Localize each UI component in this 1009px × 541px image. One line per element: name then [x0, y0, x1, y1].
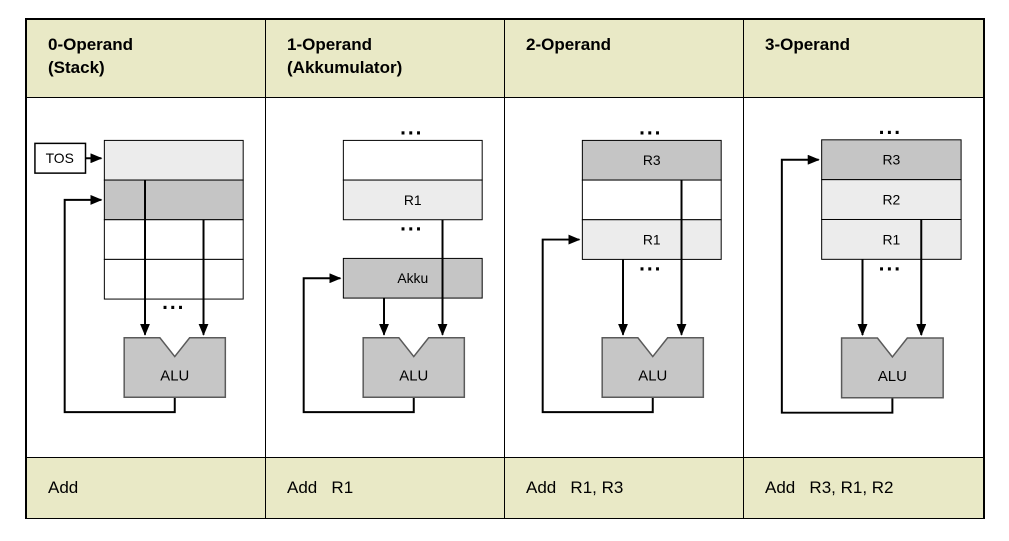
example-instruction-three-operand: Add R3, R1, R2	[744, 456, 983, 518]
register-cell-r1	[821, 218, 962, 260]
tos-label: TOS	[46, 150, 74, 166]
register-cell-r3	[581, 139, 722, 181]
header-line1: 0-Operand	[48, 35, 134, 54]
diagram-stack-architecture: TOS ... ALU	[27, 98, 266, 457]
stack-diagram-svg: TOS ... ALU	[34, 139, 244, 414]
stack-cell-third	[103, 219, 244, 260]
result-feedback-arrow	[63, 194, 176, 414]
header-line1: 2-Operand	[526, 35, 612, 54]
stack-cell-top	[103, 139, 244, 181]
header-1-operand: 1-Operand (Akkumulator)	[266, 20, 505, 98]
header-3-operand: 3-Operand	[744, 20, 983, 98]
ellipsis-bottom: ...	[639, 252, 662, 275]
instruction-text: Add	[48, 477, 79, 497]
alu-label: ALU	[399, 368, 428, 384]
header-line1: 1-Operand	[287, 35, 373, 54]
ellipsis-bottom: ...	[879, 252, 902, 275]
instruction-text: Add R3, R1, R2	[765, 477, 894, 497]
register-label-r2: R2	[882, 192, 900, 208]
register-label-r1: R1	[643, 232, 661, 248]
stack-cell-fourth	[103, 258, 244, 300]
register-label-r1: R1	[882, 231, 900, 247]
header-2-operand: 2-Operand	[505, 20, 744, 98]
ellipsis-top: ...	[639, 116, 662, 139]
diagram-three-operand-architecture: ... R3 R2 R1 ... ALU	[744, 98, 983, 457]
ellipsis-bottom: ...	[162, 291, 185, 314]
example-instruction-akkumulator: Add R1	[266, 456, 505, 518]
header-line2: (Stack)	[48, 58, 105, 77]
register-cell-r1	[342, 179, 483, 221]
akkumulator-diagram-svg: ... R1 ... Akku ALU	[302, 116, 483, 414]
three-operand-diagram-svg: ... R3 R2 R1 ... ALU	[780, 116, 962, 414]
diagram-akkumulator-architecture: ... R1 ... Akku ALU	[266, 98, 505, 457]
register-cell-blank	[342, 139, 483, 181]
register-label-r3: R3	[643, 152, 661, 168]
ellipsis-top: ...	[879, 116, 902, 139]
alu-shape	[362, 336, 466, 398]
akku-label: Akku	[397, 270, 428, 286]
result-feedback-arrow	[302, 273, 415, 414]
akku-box	[342, 257, 483, 299]
ellipsis-middle: ...	[400, 213, 423, 236]
header-line2: (Akkumulator)	[287, 58, 403, 77]
instruction-text: Add R1, R3	[526, 477, 624, 497]
diagram-two-operand-architecture: ... R3 R1 ... ALU	[505, 98, 744, 457]
ellipsis-top: ...	[400, 116, 423, 139]
instruction-text: Add R1	[287, 477, 354, 497]
register-label-r1: R1	[404, 192, 422, 208]
result-feedback-arrow	[541, 234, 654, 414]
alu-label: ALU	[878, 368, 907, 385]
stack-cell-second	[103, 179, 244, 221]
register-cell-blank	[581, 179, 722, 221]
example-instruction-two-operand: Add R1, R3	[505, 456, 744, 518]
alu-shape	[123, 336, 227, 398]
result-feedback-arrow	[780, 154, 894, 414]
alu-label: ALU	[638, 368, 667, 384]
register-label-r3: R3	[882, 152, 900, 168]
alu-shape	[840, 337, 944, 399]
alu-shape	[601, 336, 705, 398]
register-cell-r3	[821, 139, 962, 181]
alu-label: ALU	[160, 368, 189, 384]
example-instruction-stack: Add	[27, 456, 266, 518]
register-cell-r2	[821, 179, 962, 220]
header-0-operand: 0-Operand (Stack)	[27, 20, 266, 98]
header-line1: 3-Operand	[765, 35, 851, 54]
register-cell-r1	[581, 219, 722, 260]
two-operand-diagram-svg: ... R3 R1 ... ALU	[541, 116, 722, 414]
architecture-comparison-table: 0-Operand (Stack) 1-Operand (Akkumulator…	[25, 18, 985, 519]
tos-box	[34, 142, 87, 174]
